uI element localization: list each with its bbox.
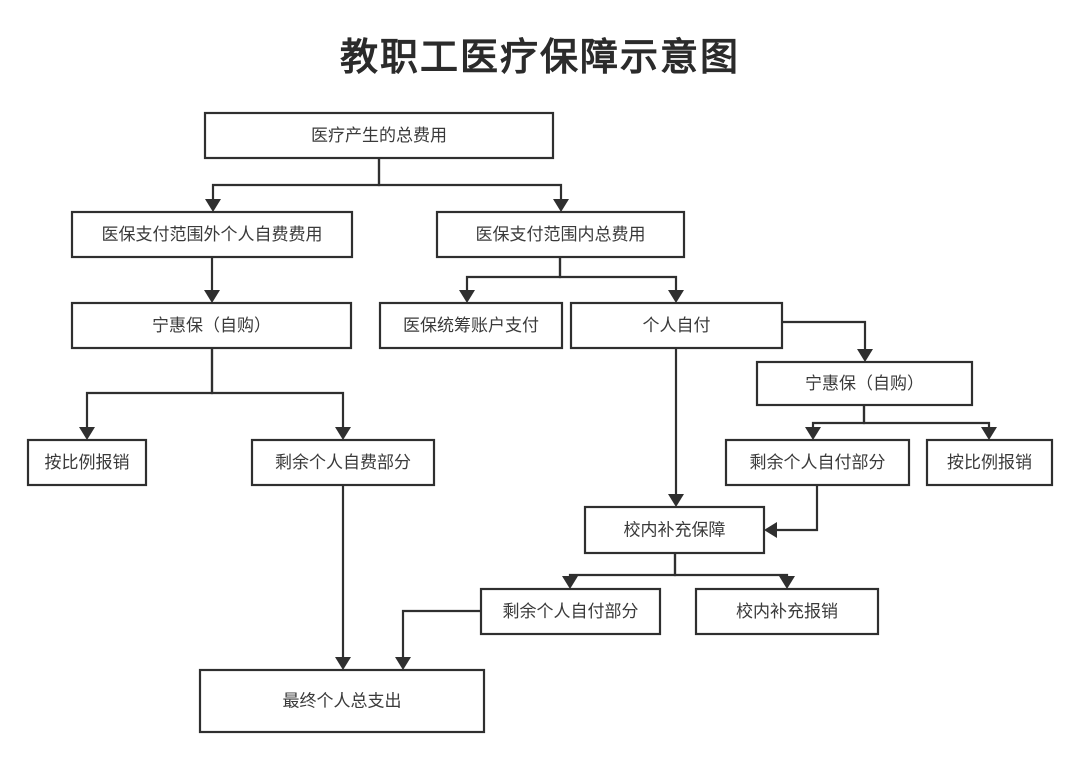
arrowhead-13	[562, 576, 578, 589]
node-label-n12: 校内补充保障	[624, 520, 726, 539]
arrowhead-layer	[79, 199, 997, 670]
node-label-n10: 剩余个人自付部分	[750, 453, 886, 472]
node-box-n1[interactable]	[203, 111, 555, 160]
edge-n6-to-n7	[782, 320, 867, 355]
flow-node-n11[interactable]: 按比例报销	[925, 438, 1054, 487]
node-label-n1: 医疗产生的总费用	[311, 126, 447, 145]
node-box-n13[interactable]	[479, 587, 662, 636]
flow-node-n9[interactable]: 剩余个人自费部分	[250, 438, 436, 487]
flow-node-n13[interactable]: 剩余个人自付部分	[479, 587, 662, 636]
flow-node-n10[interactable]: 剩余个人自付部分	[724, 438, 911, 487]
flow-node-n7[interactable]: 宁惠保（自购）	[755, 360, 974, 407]
flow-node-n6[interactable]: 个人自付	[569, 301, 784, 350]
node-box-n3[interactable]	[435, 210, 686, 259]
node-box-n11[interactable]	[925, 438, 1054, 487]
arrowhead-9	[668, 494, 684, 507]
arrowhead-3	[204, 290, 220, 303]
node-label-n15: 最终个人总支出	[283, 691, 402, 710]
node-label-n8: 按比例报销	[45, 453, 130, 472]
edge-n12-to-n13	[568, 553, 677, 582]
flow-node-n3[interactable]: 医保支付范围内总费用	[435, 210, 686, 259]
flow-node-n4[interactable]: 宁惠保（自购）	[70, 301, 353, 350]
node-box-n8[interactable]	[26, 438, 148, 487]
arrowhead-5	[668, 290, 684, 303]
flow-node-n12[interactable]: 校内补充保障	[583, 505, 766, 555]
node-box-n4[interactable]	[70, 301, 353, 350]
node-label-n7: 宁惠保（自购）	[805, 374, 924, 393]
arrowhead-1	[205, 199, 221, 212]
arrowhead-8	[857, 349, 873, 362]
arrowhead-16	[395, 657, 411, 670]
flow-node-n8[interactable]: 按比例报销	[26, 438, 148, 487]
edge-n12-to-n14	[673, 553, 789, 582]
flow-node-n14[interactable]: 校内补充报销	[694, 587, 880, 636]
node-label-n6: 个人自付	[643, 316, 711, 335]
node-label-n14: 校内补充报销	[736, 602, 838, 621]
node-box-n14[interactable]	[694, 587, 880, 636]
arrowhead-12	[764, 522, 777, 538]
node-label-n5: 医保统筹账户支付	[403, 316, 539, 335]
node-box-n7[interactable]	[755, 360, 974, 407]
arrowhead-6	[79, 427, 95, 440]
arrowhead-10	[805, 427, 821, 440]
arrowhead-7	[335, 427, 351, 440]
node-box-n15[interactable]	[198, 668, 486, 734]
edge-n4-to-n8	[85, 348, 214, 433]
arrowhead-14	[779, 576, 795, 589]
node-box-n6[interactable]	[569, 301, 784, 350]
node-label-n13: 剩余个人自付部分	[503, 602, 639, 621]
arrowhead-15	[335, 657, 351, 670]
node-box-n5[interactable]	[378, 301, 564, 350]
page-title: 教职工医疗保障示意图	[339, 37, 740, 79]
edge-n3-to-n5	[465, 257, 562, 296]
flow-node-n2[interactable]: 医保支付范围外个人自费费用	[70, 210, 354, 259]
node-box-n10[interactable]	[724, 438, 911, 487]
node-label-n4: 宁惠保（自购）	[152, 316, 271, 335]
flow-node-n1[interactable]: 医疗产生的总费用	[203, 111, 555, 160]
node-box-n12[interactable]	[583, 505, 766, 555]
arrowhead-4	[459, 290, 475, 303]
edge-n1-to-n2	[211, 158, 381, 205]
node-label-n3: 医保支付范围内总费用	[476, 225, 646, 244]
node-box-n9[interactable]	[250, 438, 436, 487]
arrowhead-11	[981, 427, 997, 440]
flow-node-n5[interactable]: 医保统筹账户支付	[378, 301, 564, 350]
edge-n13-to-n15	[401, 609, 481, 663]
arrowhead-2	[553, 199, 569, 212]
edge-n7-to-n11	[862, 405, 991, 433]
node-label-n2: 医保支付范围外个人自费费用	[102, 225, 323, 244]
edge-n1-to-n3	[377, 158, 563, 205]
node-box-n2[interactable]	[70, 210, 354, 259]
edge-n3-to-n6	[558, 257, 678, 296]
edge-n4-to-n9	[210, 348, 345, 433]
edge-n7-to-n10	[811, 405, 866, 433]
flow-node-n15[interactable]: 最终个人总支出	[198, 668, 486, 734]
node-label-n9: 剩余个人自费部分	[275, 453, 411, 472]
edge-n10-to-n12	[772, 485, 819, 532]
node-label-n11: 按比例报销	[947, 453, 1032, 472]
